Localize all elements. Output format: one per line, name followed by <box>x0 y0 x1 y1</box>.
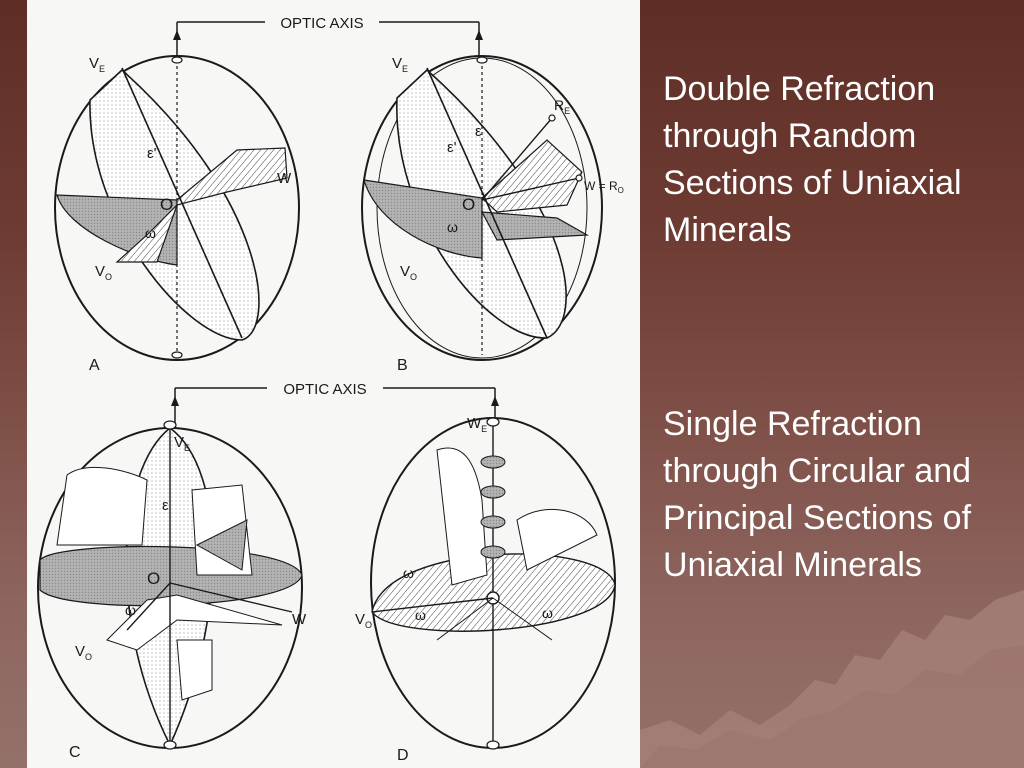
panel-c-epsilon-label: ε <box>162 497 169 514</box>
panel-b-omega-label: ω <box>447 219 458 235</box>
optic-axis-label-top-group: OPTIC AXIS <box>173 15 483 60</box>
panel-b-w-label: W = RO <box>584 179 624 195</box>
panel-a-ve-label: VE <box>89 55 105 74</box>
panel-b: VE ε' ε RE O ω W = RO VO B <box>361 55 624 374</box>
panel-d-vo-label: VO <box>355 611 372 630</box>
panel-a: VE ε' O ω W VO A <box>54 55 300 374</box>
indicatrix-diagram-svg: OPTIC AXIS VE ε' O ω W VO A <box>37 15 624 764</box>
panel-b-origin-label: O <box>462 195 475 214</box>
panel-c-letter: C <box>69 744 81 761</box>
panel-a-omega-label: ω <box>145 225 156 241</box>
panel-a-origin-label: O <box>160 195 173 214</box>
panel-c-vo-label: VO <box>75 643 92 662</box>
panel-d-we-label: WE <box>467 415 487 434</box>
uniaxial-indicatrix-figure: OPTIC AXIS VE ε' O ω W VO A <box>27 0 640 768</box>
panel-d-omega-label-1: ω <box>403 565 414 581</box>
optic-axis-label-bottom: OPTIC AXIS <box>283 381 366 398</box>
panel-c: VE ε O ω W VO C <box>37 420 307 761</box>
panel-a-letter: A <box>89 357 100 374</box>
panel-d-omega-label-2: ω <box>415 607 426 623</box>
panel-c-origin-label: O <box>147 569 160 588</box>
panel-b-vo-label: VO <box>400 263 417 282</box>
panel-b-ve-label: VE <box>392 55 408 74</box>
panel-b-re-label: RE <box>554 97 570 116</box>
mountain-silhouette-decoration <box>640 590 1024 768</box>
panel-b-letter: B <box>397 357 408 374</box>
panel-c-ve-label: VE <box>174 434 190 453</box>
caption-single-refraction: Single Refraction through Circular and P… <box>663 405 972 584</box>
panel-d-letter: D <box>397 747 409 764</box>
panel-b-epsilon-prime-label: ε' <box>447 139 457 156</box>
panel-c-omega-label: ω <box>125 602 136 618</box>
panel-a-vo-label: VO <box>95 263 112 282</box>
panel-c-w-label: W <box>292 611 307 628</box>
optic-axis-label-bottom-group: OPTIC AXIS <box>171 381 499 425</box>
panel-d: WE ω ω ω VO D <box>355 415 616 764</box>
optic-axis-label-top: OPTIC AXIS <box>280 15 363 32</box>
panel-b-epsilon-label: ε <box>475 123 482 140</box>
panel-a-w-label: W <box>277 170 292 187</box>
caption-double-refraction: Double Refraction through Random Section… <box>663 70 962 249</box>
panel-a-epsilon-label: ε' <box>147 145 157 162</box>
panel-d-omega-label-3: ω <box>542 605 553 621</box>
